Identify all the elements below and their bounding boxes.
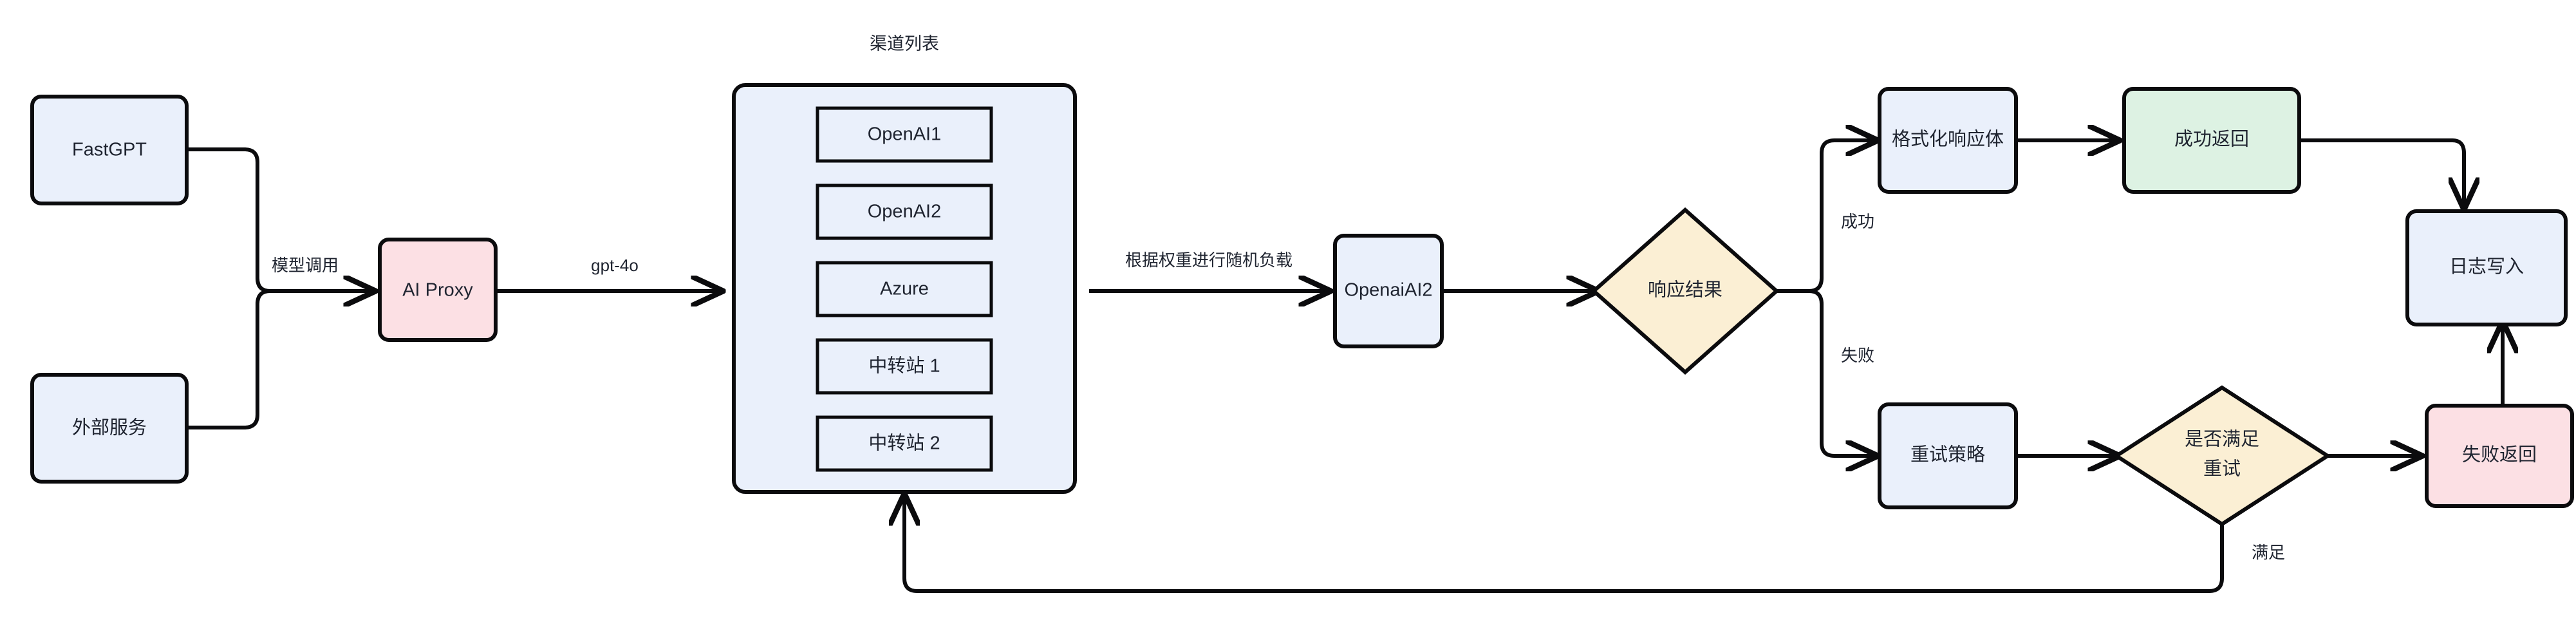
node-retry-condition-label-line1: 是否满足 [2185,429,2259,450]
node-success-return[interactable]: 成功返回 [2122,87,2301,194]
node-response-result-label: 响应结果 [1648,279,1722,301]
channel-item-azure[interactable]: Azure [816,261,993,317]
edge-label-success: 成功 [1841,212,1874,231]
edge-label-model-call: 模型调用 [272,256,339,275]
channel-item-relay1-label: 中转站 1 [868,355,940,377]
node-openai-ai2-label: OpenaiAI2 [1344,280,1432,301]
node-retry-policy-label: 重试策略 [1910,444,1985,466]
node-failure-return-shape[interactable] [2425,404,2574,508]
node-failure-return-label: 失败返回 [2462,444,2537,466]
node-ai-proxy-shape[interactable] [378,238,498,342]
node-retry-condition[interactable]: 是否满足 重试 [2113,385,2331,527]
node-format-response-label: 格式化响应体 [1892,129,2004,150]
edge-external-to-aiproxy [187,289,271,429]
edge-label-gpt-4o: gpt-4o [591,256,639,275]
channel-item-openai2-shape[interactable] [816,184,993,240]
edge-retry-loop-back [904,496,2224,593]
channel-item-openai1-shape[interactable] [816,106,993,163]
node-format-response[interactable]: 格式化响应体 [1878,87,2018,194]
node-openai-ai2-shape[interactable] [1333,234,1444,348]
node-ai-proxy[interactable]: AI Proxy [378,238,498,342]
node-fastgpt-label: FastGPT [72,140,147,160]
channel-item-relay2-shape[interactable] [816,415,993,472]
edge-response-failure [1773,289,1876,456]
node-failure-return[interactable]: 失败返回 [2425,404,2574,508]
channel-item-openai2[interactable]: OpenAI2 [816,184,993,240]
node-response-result[interactable]: 响应结果 [1591,207,1780,375]
channel-item-openai2-label: OpenAI2 [868,202,941,222]
channel-item-azure-label: Azure [880,279,929,299]
channel-item-relay2-label: 中转站 2 [868,433,940,454]
edge-label-failure: 失败 [1841,346,1874,365]
node-retry-policy-shape[interactable] [1878,402,2018,509]
node-log-write-label: 日志写入 [2449,256,2524,278]
channel-group-title: 渠道列表 [870,34,939,53]
node-fastgpt-shape[interactable] [30,95,189,205]
node-retry-policy[interactable]: 重试策略 [1878,402,2018,509]
node-external-service-label: 外部服务 [72,417,147,438]
node-success-return-shape[interactable] [2122,87,2301,194]
node-log-write[interactable]: 日志写入 [2405,209,2568,326]
node-channel-list-group[interactable]: OpenAI1 OpenAI2 Azure 中转站 1 中转站 2 [732,83,1077,494]
channel-item-relay2[interactable]: 中转站 2 [816,415,993,472]
node-success-return-label: 成功返回 [2174,129,2249,150]
channel-item-openai1[interactable]: OpenAI1 [816,106,993,163]
node-external-service[interactable]: 外部服务 [30,373,189,484]
node-fastgpt[interactable]: FastGPT [30,95,189,205]
channel-item-azure-shape[interactable] [816,261,993,317]
node-response-result-shape[interactable] [1591,207,1780,375]
channel-item-openai1-label: OpenAI1 [868,124,941,145]
node-retry-condition-label-line2: 重试 [2203,458,2241,480]
edge-label-satisfied: 满足 [2252,543,2285,562]
node-format-response-shape[interactable] [1878,87,2018,194]
node-openai-ai2[interactable]: OpenaiAI2 [1333,234,1444,348]
node-log-write-shape[interactable] [2405,209,2568,326]
node-ai-proxy-label: AI Proxy [402,280,473,301]
edge-label-weighted-random-load: 根据权重进行随机负载 [1125,250,1293,270]
node-retry-condition-shape[interactable] [2113,385,2331,527]
edge-success-to-log [2299,138,2464,207]
channel-item-relay1-shape[interactable] [816,338,993,395]
channel-item-relay1[interactable]: 中转站 1 [816,338,993,395]
node-external-service-shape[interactable] [30,373,189,484]
